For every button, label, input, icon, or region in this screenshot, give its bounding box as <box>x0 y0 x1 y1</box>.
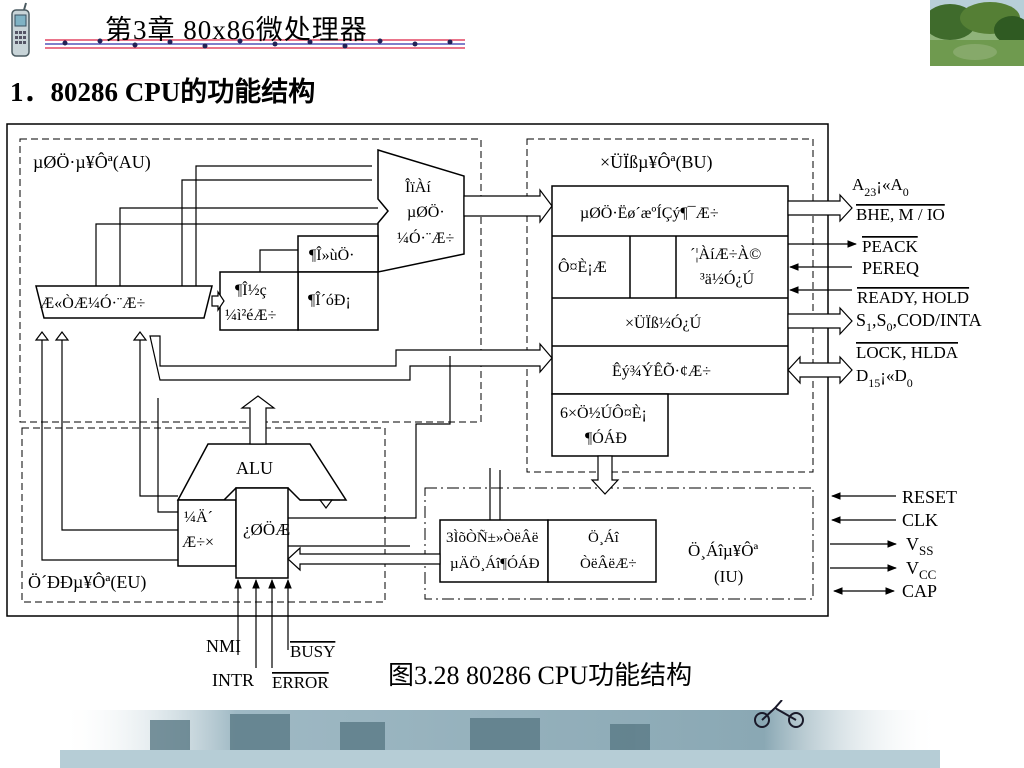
data-transceiver-label: Êý¾ÝÊÕ·¢Æ÷ <box>612 361 711 380</box>
nmi-signal: NMI <box>206 636 241 656</box>
paa-line3: ¼Ó·¨Æ÷ <box>397 228 454 247</box>
figure-caption: 图3.28 80286 CPU功能结构 <box>388 661 693 690</box>
data-bus-signal: D15¡«D0 <box>856 366 913 390</box>
register-line1: ¼Ä´ <box>184 508 213 526</box>
bus-interface-label: ×ÜÏß½Ó¿Ú <box>625 313 702 332</box>
bu-output-arrows <box>590 193 853 495</box>
queue-line2: ¶ÓÁÐ <box>585 428 627 447</box>
cyclist-icon <box>754 700 804 728</box>
error-signal: ERROR <box>272 673 329 692</box>
register-line2: Æ÷× <box>182 534 214 551</box>
paa-line2: µØÖ· <box>407 203 445 221</box>
iu-region <box>424 487 814 600</box>
mobile-phone-icon <box>11 2 30 57</box>
busy-signal: BUSY <box>290 642 335 661</box>
offset-adder <box>35 285 213 319</box>
bhe-signal: BHE, M / IO <box>856 205 945 224</box>
alu-label: ALU <box>236 458 273 478</box>
clk-signal: CLK <box>902 510 938 530</box>
section-title: 1．80286 CPU的功能结构 <box>10 77 316 107</box>
internal-bus <box>149 335 553 381</box>
eu-region <box>21 427 386 603</box>
chapter-title: 第3章 80x86微处理器 <box>105 15 368 45</box>
intr-signal: INTR <box>212 670 254 690</box>
prefetch-queue <box>551 393 669 457</box>
proc-ctrl-line2: ³ä½Ó¿Ú <box>700 269 755 288</box>
footer-landscape-strip <box>60 700 940 768</box>
garden-landscape-image <box>930 0 1024 66</box>
iu-title-line2: (IU) <box>714 567 743 586</box>
prefetch-label: Ô¤È¡Æ <box>558 257 607 276</box>
queue-line1: 6×Ö½ÚÔ¤È¡ <box>560 403 647 422</box>
status-signal: S1,S0,COD/INTA <box>856 310 982 334</box>
iu-queue-line2: µÄÖ¸Áî¶ÓÁÐ <box>450 555 540 572</box>
register-file <box>177 499 237 567</box>
iu-to-eu-arrow <box>287 546 441 572</box>
decoded-instruction-queue <box>439 519 549 583</box>
segment-check-box <box>219 271 299 331</box>
vss-signal: VSS <box>906 534 933 558</box>
pereq-signal: PEREQ <box>862 258 919 278</box>
au-title: µØÖ·µ¥Ôª(AU) <box>33 151 151 173</box>
proc-ctrl-line1: ´¦ÀíÆ÷À© <box>690 244 761 263</box>
segment-limit-label: ¶Î´óÐ¡ <box>308 290 351 309</box>
iu-title-line1: Ö¸Áîµ¥Ôª <box>688 541 759 560</box>
peack-signal: PEACK <box>862 237 918 256</box>
control-label: ¿ØÖÆ <box>243 520 290 539</box>
vcc-signal: VCC <box>906 558 936 582</box>
address-bus-signal: A23¡«A0 <box>852 175 909 199</box>
iu-decoder-line2: ÒëÂëÆ÷ <box>580 555 637 572</box>
ready-signal: READY, HOLD <box>857 288 969 307</box>
instruction-decoder <box>547 519 657 583</box>
segment-check-line1: ¶Î½ç <box>235 280 267 299</box>
control-unit <box>235 487 289 579</box>
segment-limit-reg <box>297 271 379 331</box>
segment-check-line2: ¼ì²éÆ÷ <box>225 307 277 324</box>
iu-queue-line1: 3ÌõÒÑ±»ÒëÂë <box>446 529 539 546</box>
offset-adder-label: Æ«ÒÆ¼Ó·¨Æ÷ <box>40 293 145 312</box>
music-staff-decoration <box>45 38 465 49</box>
address-latch-label: µØÖ·Ëø´æºÍÇý¶¯Æ÷ <box>580 203 719 222</box>
reset-signal: RESET <box>902 487 957 507</box>
cap-signal: CAP <box>902 581 937 601</box>
eu-title: Ö´ÐÐµ¥Ôª(EU) <box>28 571 146 593</box>
paa-line1: ÎïÀí <box>405 177 431 196</box>
segment-base-reg <box>297 235 379 273</box>
bu-title: ×ÜÏßµ¥Ôª(BU) <box>600 151 712 173</box>
iu-decoder-line1: Ö¸Áî <box>588 529 620 546</box>
alu-up-arrow <box>240 395 276 445</box>
bu-block <box>551 185 789 395</box>
segment-base-label: ¶Î»ùÖ· <box>309 245 354 264</box>
bu-region <box>526 138 814 473</box>
lock-signal: LOCK, HLDA <box>856 343 959 362</box>
au-arrows <box>211 188 553 312</box>
